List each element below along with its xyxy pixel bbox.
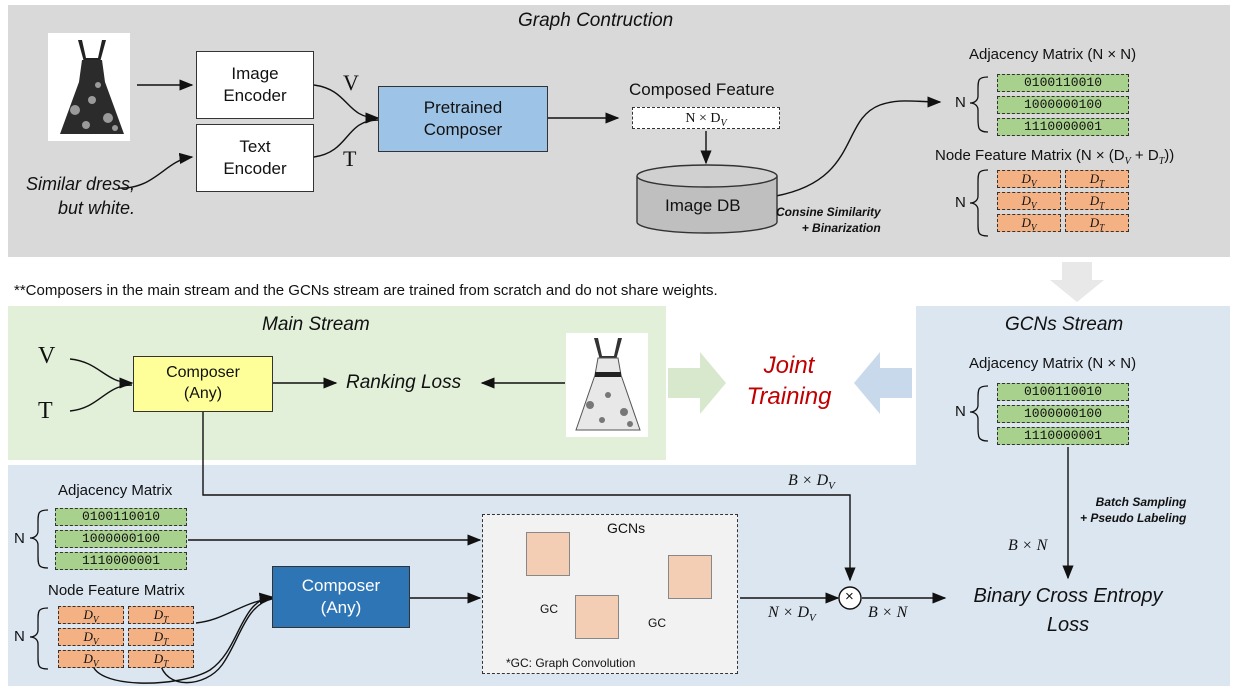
feature-cell-dv: DV xyxy=(997,170,1061,189)
adjacency-title-top: Adjacency Matrix (N × N) xyxy=(969,46,1137,63)
n-by-dv-label: N × DV xyxy=(768,604,816,625)
image-db-cylinder xyxy=(636,164,778,234)
composed-feature-sub: V xyxy=(720,117,727,129)
main-composer-label: Composer (Any) xyxy=(166,364,240,402)
t-label-top: T xyxy=(343,146,357,171)
feature-cell-dv: DV xyxy=(58,628,124,647)
text-encoder-label: Text Encoder xyxy=(223,136,287,178)
gc-note: *GC: Graph Convolution xyxy=(506,656,636,670)
query-text: Similar dress, but white. xyxy=(26,174,136,219)
main-composer-box: Composer (Any) xyxy=(133,356,273,412)
weights-note: **Composers in the main stream and the G… xyxy=(14,282,718,299)
adjacency-title-gcn: Adjacency Matrix (N × N) xyxy=(969,355,1137,372)
v-label-top: V xyxy=(343,70,359,95)
adjacency-row-2-bottom: 1000000100 xyxy=(55,530,187,548)
n-label-adjacency-gcn: N xyxy=(955,403,966,420)
b-by-n-bottom-label: B × N xyxy=(868,604,908,621)
similarity-note: Consine Similarity + Binarization xyxy=(776,205,881,236)
node-feature-title-bottom: Node Feature Matrix xyxy=(48,582,185,599)
main-stream-title: Main Stream xyxy=(262,314,370,335)
feature-cell-dv: DV xyxy=(997,192,1061,211)
node-feature-sub-t: T xyxy=(1158,156,1165,167)
adjacency-row-1-bottom: 0100110010 xyxy=(55,508,187,526)
gcn-layer-2 xyxy=(575,595,619,639)
down-arrow-shape xyxy=(1050,262,1104,302)
gc-label-2: GC xyxy=(648,616,666,630)
gcn-layer-3 xyxy=(668,555,712,599)
batch-note: Batch Sampling + Pseudo Labeling xyxy=(1080,495,1187,526)
adjacency-row-2-gcn: 1000000100 xyxy=(997,405,1129,423)
n-label-adjacency-top: N xyxy=(955,94,966,111)
adjacency-row-3-top: 1110000001 xyxy=(997,118,1129,136)
b-by-dv-label: B × DV xyxy=(788,472,835,493)
bce-loss-label: Binary Cross Entropy Loss xyxy=(973,585,1163,636)
n-label-adjacency-bottom: N xyxy=(14,530,25,547)
graph-construction-title: Graph Contruction xyxy=(518,10,674,31)
feature-cell-dt: DT xyxy=(1065,214,1129,233)
feature-cell-dt: DT xyxy=(128,628,194,647)
t-label-main: T xyxy=(38,398,53,424)
node-feature-title-start: Node Feature Matrix (N × (D xyxy=(935,147,1125,164)
dress-image-black xyxy=(48,33,130,141)
n-label-feature-bottom: N xyxy=(14,628,25,645)
feature-cell-dv: DV xyxy=(997,214,1061,233)
v-label-main: V xyxy=(38,343,56,369)
pretrained-composer-label: Pretrained Composer xyxy=(423,97,503,139)
gc-label-1: GC xyxy=(540,602,558,616)
dress-image-white xyxy=(566,333,648,437)
gcn-layer-1 xyxy=(526,532,570,576)
node-feature-title-top: Node Feature Matrix (N × (DV + DT)) xyxy=(935,147,1174,167)
node-feature-title-end: )) xyxy=(1164,147,1175,164)
adjacency-row-3-gcn: 1110000001 xyxy=(997,427,1129,445)
gcns-stream-title: GCNs Stream xyxy=(1005,314,1124,335)
gcn-composer-box: Composer (Any) xyxy=(272,566,410,628)
left-arrow-shape xyxy=(854,352,912,414)
feature-cell-dt: DT xyxy=(128,606,194,625)
image-db-label: Image DB xyxy=(665,196,741,215)
adjacency-row-3-bottom: 1110000001 xyxy=(55,552,187,570)
image-encoder-label: Image Encoder xyxy=(223,63,287,105)
node-feature-sub-v: V xyxy=(1124,156,1131,167)
pretrained-composer-box: Pretrained Composer xyxy=(378,86,548,152)
text-encoder-box: Text Encoder xyxy=(196,124,314,192)
feature-cell-dt: DT xyxy=(128,650,194,669)
feature-cell-dv: DV xyxy=(58,606,124,625)
gcns-label: GCNs xyxy=(607,520,646,536)
feature-cell-dv: DV xyxy=(58,650,124,669)
gcn-composer-label: Composer (Any) xyxy=(301,575,381,617)
right-arrow-shape xyxy=(668,352,726,414)
feature-cell-dt: DT xyxy=(1065,192,1129,211)
adjacency-row-2-top: 1000000100 xyxy=(997,96,1129,114)
image-encoder-box: Image Encoder xyxy=(196,51,314,119)
joint-training-label: Joint Training xyxy=(746,352,832,411)
feature-cell-dt: DT xyxy=(1065,170,1129,189)
adjacency-row-1-gcn: 0100110010 xyxy=(997,383,1129,401)
adjacency-row-1-top: 0100110010 xyxy=(997,74,1129,92)
n-label-feature-top: N xyxy=(955,194,966,211)
multiply-symbol: × xyxy=(845,588,854,605)
ranking-loss-label: Ranking Loss xyxy=(346,372,462,393)
adjacency-title-bottom: Adjacency Matrix xyxy=(58,482,173,499)
composed-feature-label: Composed Feature xyxy=(629,80,775,99)
composed-feature-shape: N × D xyxy=(685,111,721,126)
multiply-node xyxy=(838,586,862,610)
node-feature-title-mid: + D xyxy=(1130,147,1159,164)
composed-feature-box: N × DV xyxy=(632,107,780,129)
b-by-n-top-label: B × N xyxy=(1008,537,1048,554)
